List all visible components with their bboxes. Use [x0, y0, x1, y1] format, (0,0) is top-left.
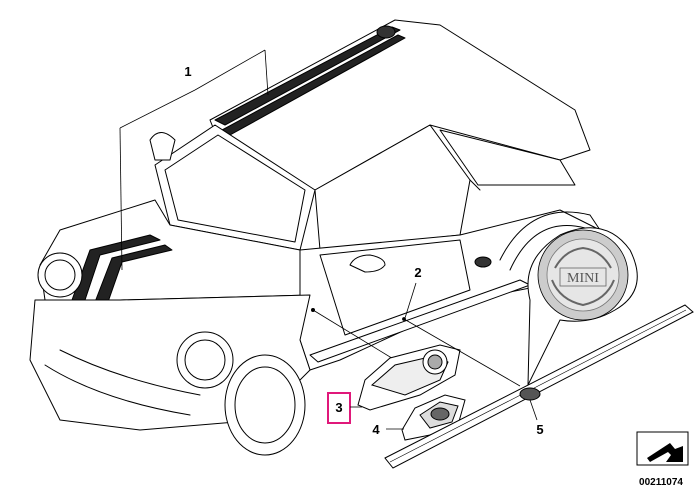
callout-3: 3 — [335, 400, 342, 415]
callout-3-highlight-box — [327, 392, 351, 424]
callout-5: 5 — [536, 422, 543, 437]
part-3-side-indicator — [311, 308, 461, 411]
document-direction-icon — [636, 431, 689, 466]
callout-2: 2 — [414, 265, 421, 280]
emblem-label: MINI — [567, 271, 599, 286]
car-illustration — [29, 19, 601, 456]
callout-4: 4 — [372, 422, 380, 437]
emblem-detail-bubble: MINI — [527, 227, 638, 386]
part-5-door-sill — [384, 304, 694, 469]
part-4-side-indicator — [401, 394, 466, 441]
callout-1-leader — [119, 49, 269, 271]
document-number: 00211074 — [639, 477, 683, 488]
callout-1: 1 — [184, 64, 191, 79]
